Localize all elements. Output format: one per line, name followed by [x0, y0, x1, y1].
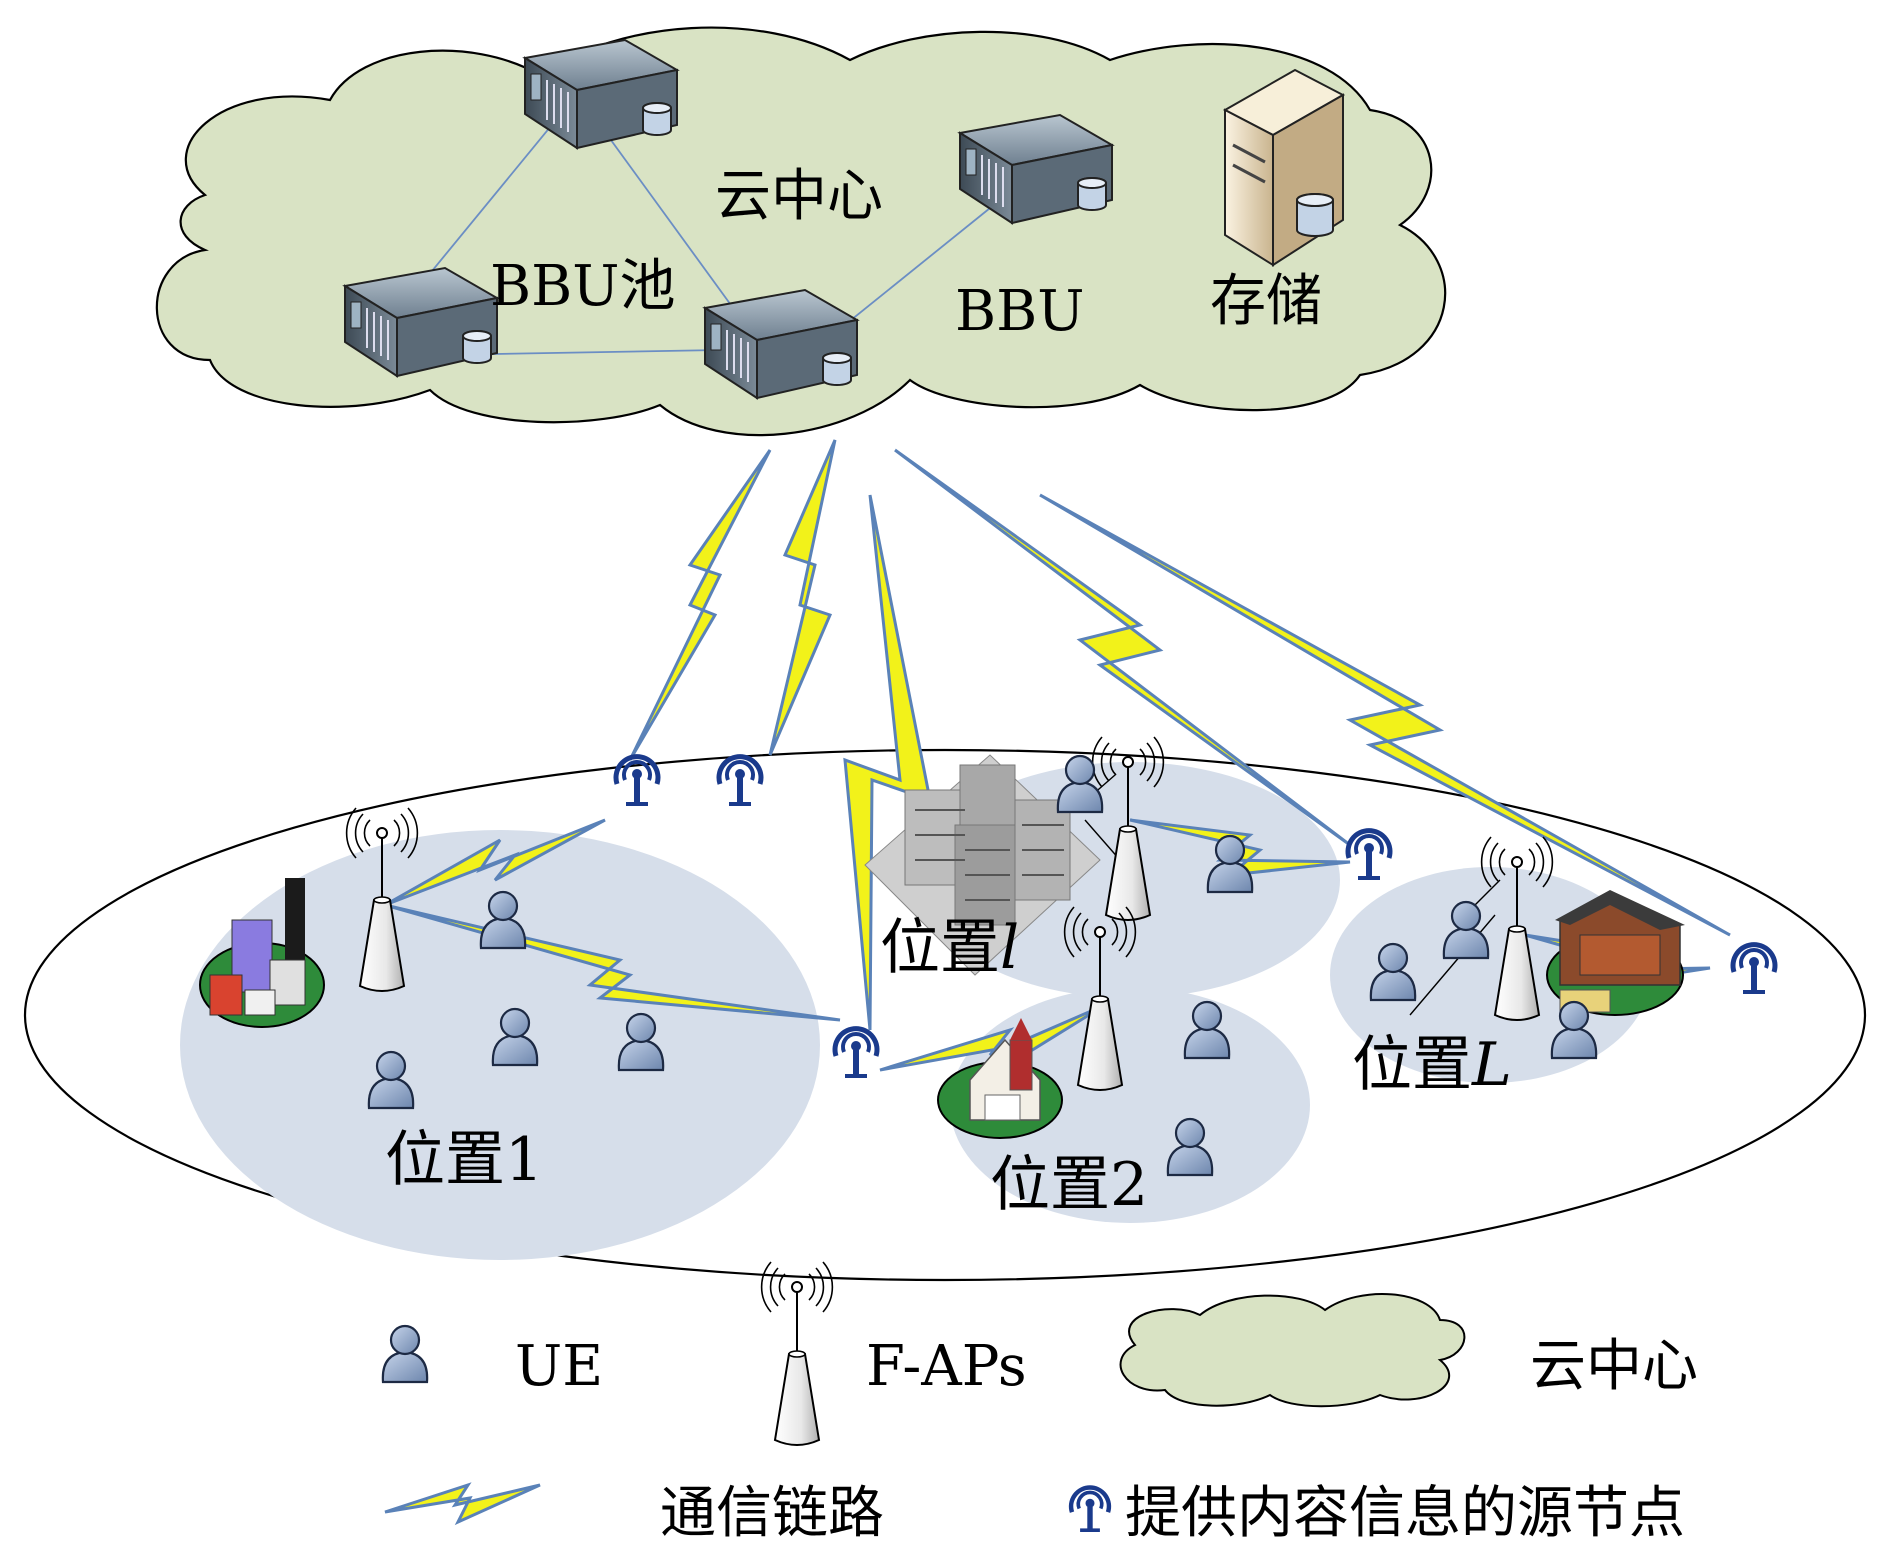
- legend-fap-icon: [760, 1261, 834, 1446]
- city-building-icon: [199, 878, 325, 1028]
- cloud-center-label: 云中心: [715, 164, 883, 229]
- church-building-icon: [937, 1018, 1063, 1139]
- location-1-label: 位置1: [385, 1125, 543, 1195]
- location-L-prefix: 位置: [1352, 1030, 1472, 1100]
- apartment-building-icon: [864, 754, 1101, 976]
- legend-fap-label: F-APs: [866, 1334, 1027, 1399]
- location-2-label: 位置2: [990, 1150, 1148, 1220]
- house-building-icon: [1546, 890, 1685, 1016]
- legend-source-icon: [1071, 1488, 1109, 1532]
- bbu-label: BBU: [955, 279, 1085, 344]
- legend-cloud-icon: [1119, 1293, 1466, 1408]
- storage-icon: [1222, 68, 1346, 267]
- legend-cloud-label: 云中心: [1530, 1334, 1698, 1399]
- legend-link-icon: [384, 1482, 541, 1526]
- location-l-label: 位置l: [880, 913, 1019, 983]
- legend-ue-icon: [381, 1324, 429, 1384]
- legend: UE F-APs 云中心 通信链路 提供内容信息的源节点: [381, 1261, 1698, 1546]
- location-L-label: 位置L: [1352, 1030, 1512, 1100]
- storage-label: 存储: [1210, 269, 1322, 334]
- legend-source-label: 提供内容信息的源节点: [1125, 1481, 1685, 1546]
- bbu-pool-label: BBU池: [490, 254, 676, 319]
- legend-ue-label: UE: [515, 1334, 603, 1399]
- location-2-index: 2: [1110, 1150, 1148, 1220]
- location-l-index: l: [1000, 913, 1019, 983]
- legend-link-label: 通信链路: [660, 1481, 884, 1546]
- location-L-index: L: [1471, 1030, 1512, 1100]
- location-l-prefix: 位置: [880, 913, 1000, 983]
- location-2-prefix: 位置: [990, 1150, 1110, 1220]
